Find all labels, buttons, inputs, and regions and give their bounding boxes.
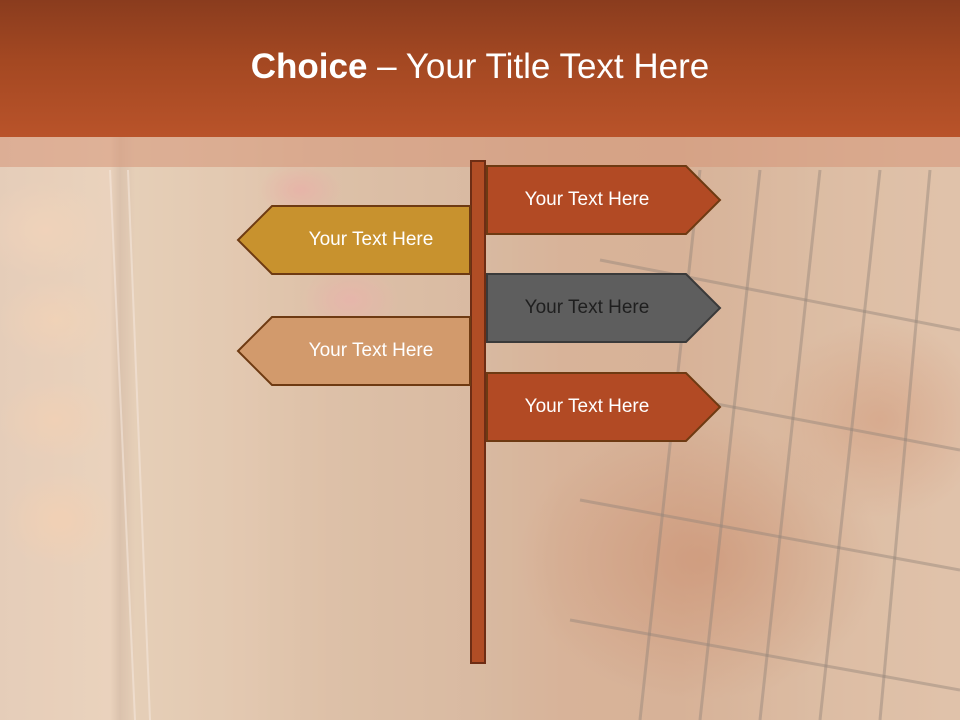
title-bold: Choice (250, 46, 368, 86)
title-separator: – (367, 46, 406, 86)
signpost-pole (470, 160, 486, 664)
sign-4-label: Your Text Here (308, 340, 434, 361)
title-text: Your Title Text Here (405, 46, 710, 86)
sign-3-label: Your Text Here (524, 297, 650, 318)
title-bar: Choice – Your Title Text Here (0, 0, 960, 137)
sign-2[interactable]: Your Text Here (236, 205, 472, 275)
slide-title[interactable]: Choice – Your Title Text Here (251, 47, 709, 87)
sign-1-label: Your Text Here (524, 189, 650, 210)
sign-3[interactable]: Your Text Here (486, 273, 722, 343)
sign-1[interactable]: Your Text Here (486, 165, 722, 235)
sign-5-label: Your Text Here (524, 396, 650, 417)
sign-4[interactable]: Your Text Here (236, 316, 472, 386)
sign-2-label: Your Text Here (308, 229, 434, 250)
sign-5[interactable]: Your Text Here (486, 372, 722, 442)
